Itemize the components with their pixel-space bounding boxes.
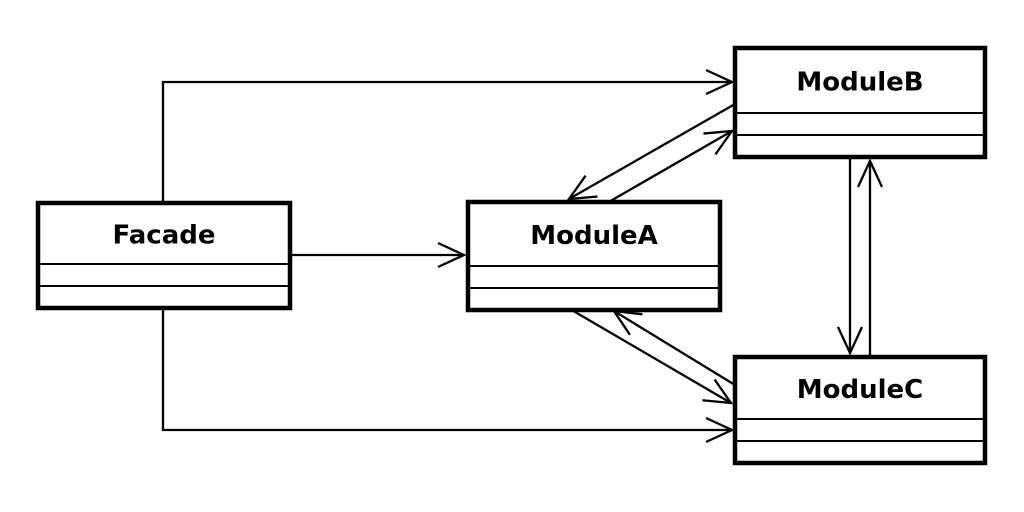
node-moduleA-box [465, 199, 723, 313]
node-moduleC-box [732, 354, 988, 466]
node-facade: Facade [35, 200, 293, 311]
node-moduleA-label: ModuleA [530, 221, 658, 251]
node-moduleC: ModuleC [732, 354, 988, 466]
node-moduleB-label: ModuleB [796, 68, 923, 98]
edge-moduleB-to-moduleA [566, 103, 736, 201]
nodes-layer: Facade ModuleA ModuleB ModuleC [35, 45, 988, 466]
node-moduleA: ModuleA [465, 199, 723, 313]
node-moduleC-label: ModuleC [797, 375, 923, 405]
node-facade-box [35, 200, 293, 311]
node-moduleB: ModuleB [732, 45, 988, 160]
edge-facade-to-moduleB [161, 68, 735, 203]
edge-moduleC-to-moduleA [611, 309, 736, 386]
edge-moduleA-to-moduleC [569, 308, 734, 405]
edge-moduleA-to-moduleB [606, 129, 735, 204]
edges-layer [161, 68, 884, 444]
node-moduleB-box [732, 45, 988, 160]
edge-facade-to-moduleC [161, 310, 735, 444]
node-facade-label: Facade [113, 221, 216, 251]
